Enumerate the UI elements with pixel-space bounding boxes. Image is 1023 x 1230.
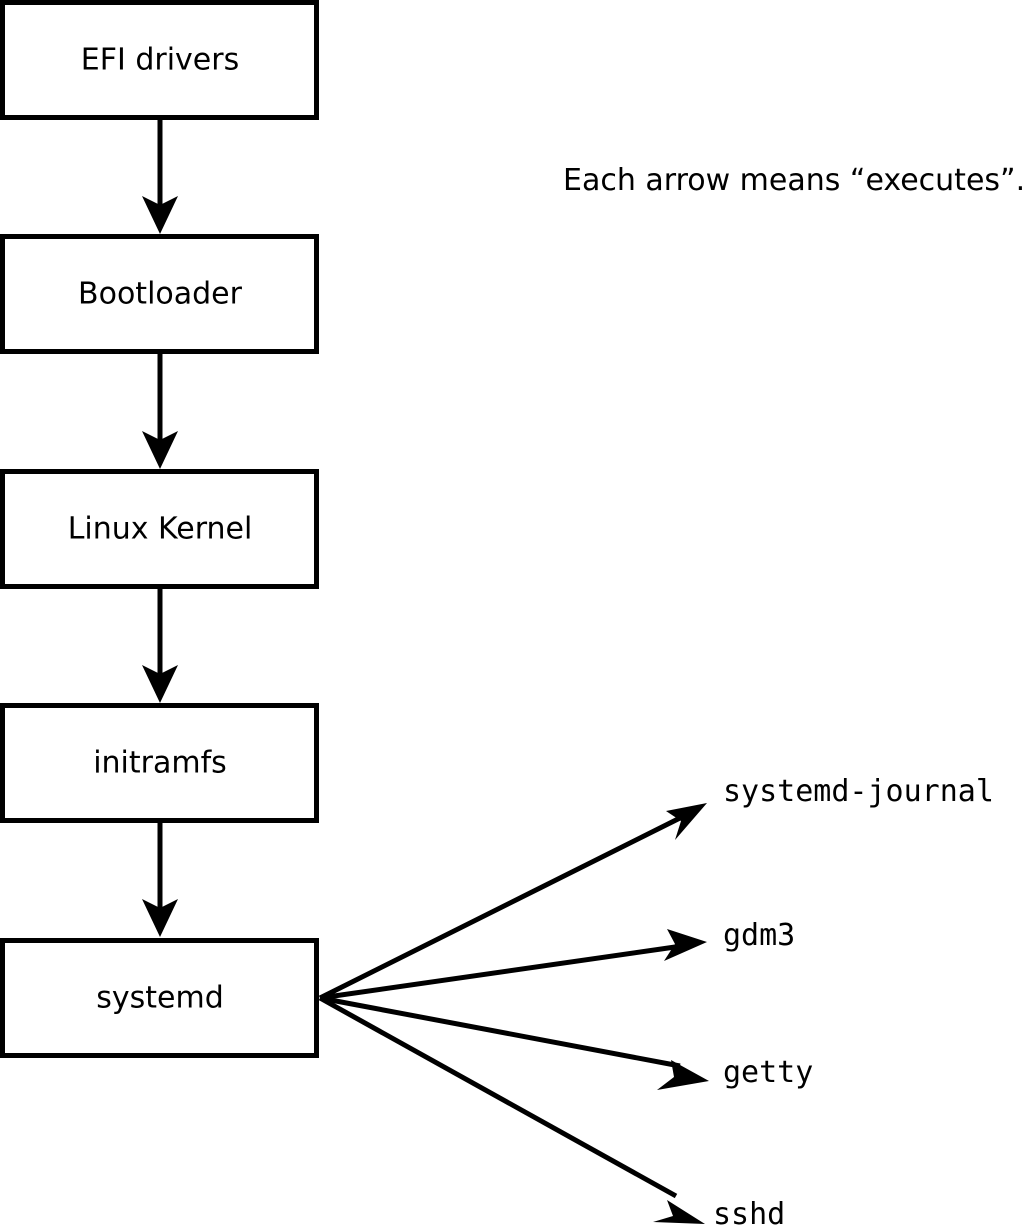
- node-efi-drivers[interactable]: EFI drivers: [0, 0, 319, 120]
- arrow-head-icon: [666, 803, 707, 840]
- edge-systemd-to-gdm3: [319, 929, 707, 1001]
- arrow-head-icon: [142, 665, 178, 703]
- edge-systemd-to-getty: [319, 995, 709, 1090]
- arrow-head-icon: [142, 431, 178, 469]
- node-bootloader[interactable]: Bootloader: [0, 234, 319, 354]
- edge-bootloader-to-kernel: [142, 353, 178, 469]
- node-initramfs[interactable]: initramfs: [0, 703, 319, 823]
- node-box: [0, 703, 319, 823]
- edge-initramfs-to-systemd: [142, 822, 178, 937]
- edge-efi-to-bootloader: [142, 118, 178, 234]
- node-label: EFI drivers: [81, 43, 239, 78]
- node-systemd[interactable]: systemd: [0, 938, 319, 1058]
- arrow-head-icon: [653, 1200, 705, 1224]
- node-box: [0, 469, 319, 589]
- process-label-getty: getty: [723, 1055, 813, 1090]
- node-label: systemd: [96, 981, 224, 1016]
- node-box: [0, 938, 319, 1058]
- node-label: Linux Kernel: [68, 512, 253, 547]
- process-label-sshd: sshd: [713, 1197, 785, 1230]
- node-box: [0, 234, 319, 354]
- arrow-head-icon: [142, 196, 178, 234]
- process-label-systemd-journal: systemd-journal: [723, 774, 994, 809]
- node-label: initramfs: [93, 746, 227, 781]
- edge-systemd-to-sshd: [318, 995, 705, 1224]
- arrow-head-icon: [142, 899, 178, 937]
- node-box: [0, 0, 319, 120]
- legend-text: Each arrow means “executes”.: [563, 163, 1023, 198]
- node-label: Bootloader: [78, 277, 243, 312]
- edge-systemd-to-systemd-journal: [318, 803, 707, 1001]
- node-linux-kernel[interactable]: Linux Kernel: [0, 469, 319, 589]
- arrow-head-icon: [664, 929, 707, 961]
- arrow-head-icon: [657, 1060, 709, 1090]
- process-label-gdm3: gdm3: [723, 918, 795, 953]
- edge-kernel-to-initramfs: [142, 588, 178, 703]
